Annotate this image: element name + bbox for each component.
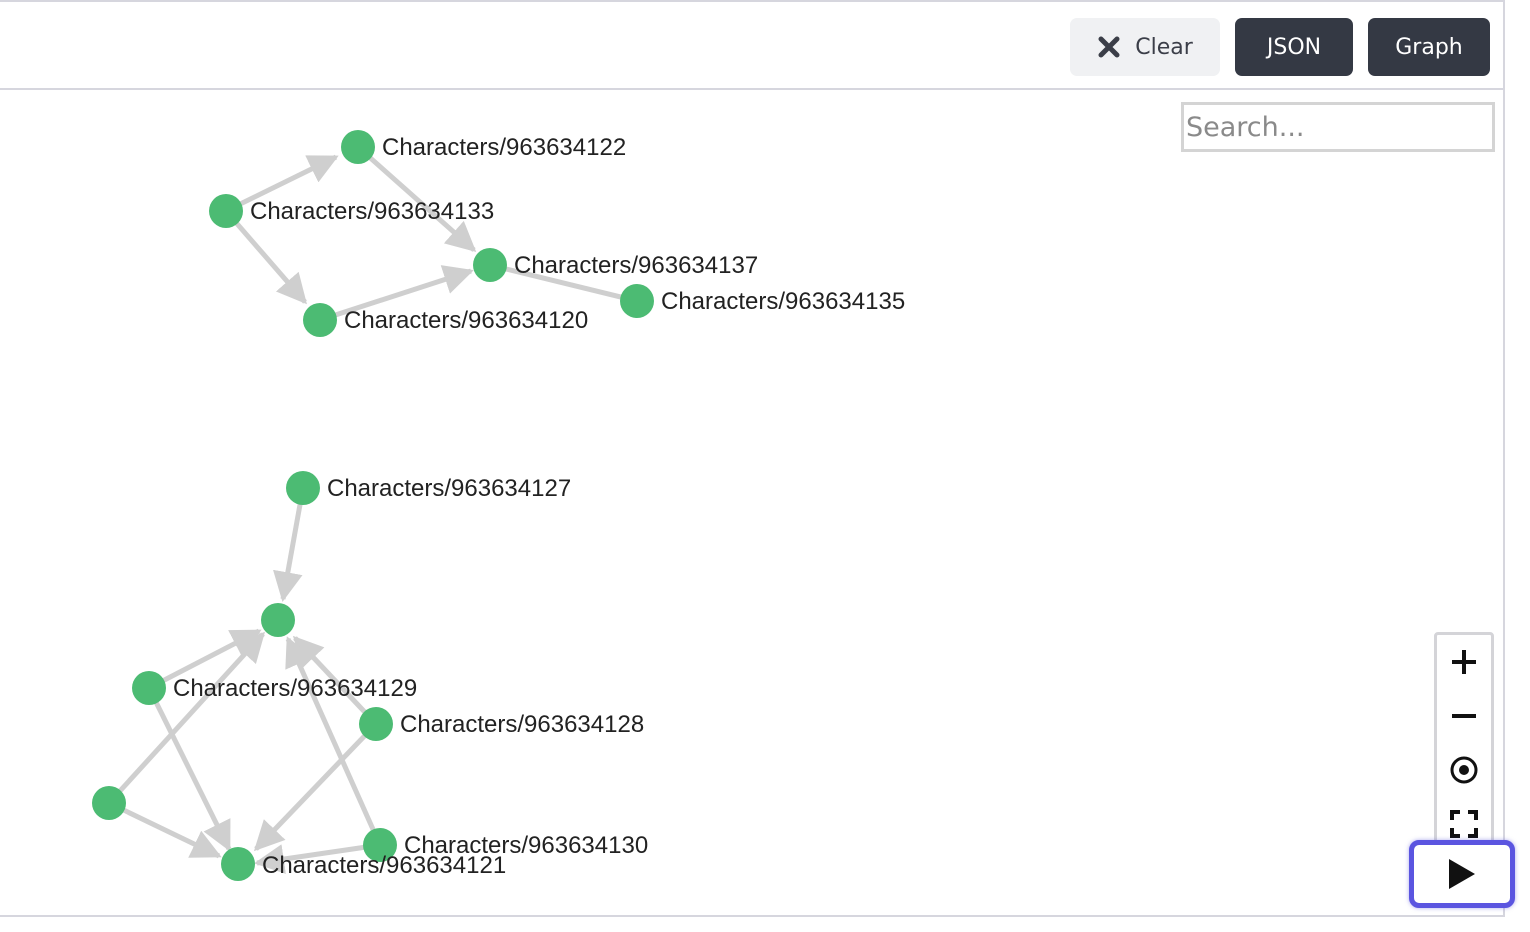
json-button[interactable]: JSON [1235,18,1353,76]
graph-node[interactable] [92,786,126,820]
graph-node[interactable] [286,471,320,505]
graph-node[interactable] [363,828,397,862]
clear-button-label: Clear [1135,34,1193,60]
graph-node[interactable] [261,603,295,637]
edge[interactable] [107,800,222,859]
graph-node[interactable] [473,248,507,282]
edge[interactable] [107,631,266,805]
graph-node[interactable] [132,671,166,705]
edge[interactable] [253,722,378,852]
plus-icon [1452,650,1476,674]
fit-screen-button[interactable] [1437,797,1491,851]
graph-node[interactable] [620,284,654,318]
edge[interactable] [254,842,381,874]
edge[interactable] [224,154,339,214]
play-button[interactable] [1409,840,1515,908]
edge[interactable] [356,145,477,252]
fullscreen-icon [1450,810,1478,838]
node-label: Characters/963634128 [400,711,644,738]
node-label: Characters/963634130 [404,832,648,859]
graph-node[interactable] [221,847,255,881]
play-icon [1449,859,1475,889]
target-icon [1450,756,1478,784]
graph-node[interactable] [341,130,375,164]
node-label: Characters/963634137 [514,252,758,279]
node-label: Characters/963634120 [344,307,588,334]
nodes [92,130,654,881]
graph-canvas[interactable]: Characters/963634122 Characters/96363413… [0,92,1503,917]
edge[interactable] [273,487,306,602]
edge[interactable] [224,209,307,305]
node-label: Characters/963634127 [327,475,571,502]
node-label: Characters/963634135 [661,288,905,315]
close-icon [1098,36,1120,58]
node-label: Characters/963634121 [262,852,506,879]
edges [107,145,638,874]
edge[interactable] [489,262,638,304]
node-label: Characters/963634122 [382,134,626,161]
search-input[interactable] [1181,102,1495,152]
graph-panel: Clear JSON Graph [0,0,1515,917]
clear-button[interactable]: Clear [1070,18,1220,76]
toolbar: Clear JSON Graph [0,2,1503,90]
node-label: Characters/963634133 [250,198,494,225]
minus-icon [1452,714,1476,718]
center-button[interactable] [1437,743,1491,797]
graph-button-label: Graph [1395,34,1463,60]
json-button-label: JSON [1266,34,1322,60]
edge[interactable] [319,265,474,323]
edge[interactable] [146,686,232,852]
graph-node[interactable] [209,194,243,228]
zoom-out-button[interactable] [1437,689,1491,743]
edge[interactable] [285,636,383,847]
graph-node[interactable] [359,707,393,741]
node-label: Characters/963634129 [173,675,417,702]
zoom-in-button[interactable] [1437,635,1491,689]
graph-node[interactable] [303,303,337,337]
graph-button[interactable]: Graph [1368,18,1490,76]
node-labels: Characters/963634122 Characters/96363413… [173,134,905,879]
